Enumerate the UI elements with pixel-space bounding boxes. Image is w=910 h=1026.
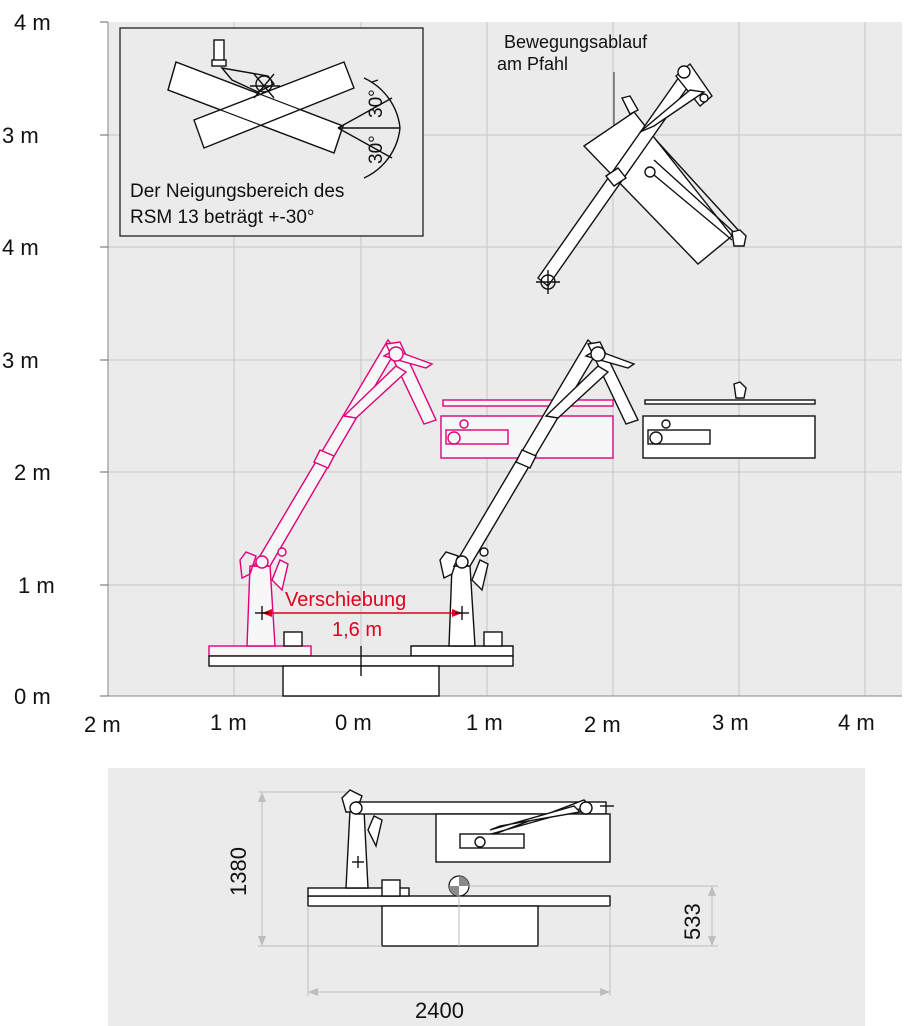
x-tick-label: 4 m (838, 710, 875, 735)
x-tick-label: 1 m (210, 710, 247, 735)
shift-value: 1,6 m (332, 619, 382, 641)
y-tick-label: 1 m (18, 573, 55, 598)
dimension-height: 1380 (226, 791, 382, 947)
width-dimension-label: 2400 (415, 998, 464, 1023)
shift-annotation: Verschiebung 1,6 m (255, 589, 469, 641)
x-tick-label: 1 m (466, 710, 503, 735)
center-of-gravity-icon (448, 875, 718, 946)
y-tick-label: 0 m (14, 684, 51, 709)
inset-caption-line2: RSM 13 beträgt +-30° (130, 207, 315, 228)
motion-note-line2: am Pfahl (497, 54, 568, 74)
x-tick-label: 2 m (84, 712, 121, 737)
motion-at-pile-note: Bewegungsablauf am Pfahl (497, 32, 648, 136)
motion-note-line1: Bewegungsablauf (504, 32, 648, 52)
machine-current-position (410, 338, 816, 657)
plank-tilted-right (193, 61, 355, 149)
y-axis-ticks (100, 21, 108, 697)
y-tick-label: 3 m (2, 123, 39, 148)
x-tick-label: 0 m (335, 710, 372, 735)
y-tick-label: 2 m (14, 460, 51, 485)
tilt-range-inset: 30° 30° Der Neigungsbereich des RSM 13 b… (119, 27, 424, 237)
y-tick-label: 4 m (14, 10, 51, 35)
dimension-cog-height: 533 (538, 886, 718, 947)
y-tick-label: 4 m (2, 235, 39, 260)
angle-label-upper: 30° (366, 89, 387, 118)
inset-caption-line1: Der Neigungsbereich des (130, 181, 344, 202)
dimension-width: 2400 (307, 906, 611, 1023)
carrier-base (208, 631, 514, 697)
cog-height-dimension-label: 533 (680, 903, 705, 940)
pile-motion-crane (536, 62, 747, 294)
height-dimension-label: 1380 (226, 847, 251, 896)
shift-label: Verschiebung (285, 589, 406, 611)
x-tick-label: 3 m (712, 710, 749, 735)
x-tick-label: 2 m (584, 712, 621, 737)
y-tick-label: 3 m (2, 348, 39, 373)
angle-label-lower: 30° (366, 135, 387, 164)
